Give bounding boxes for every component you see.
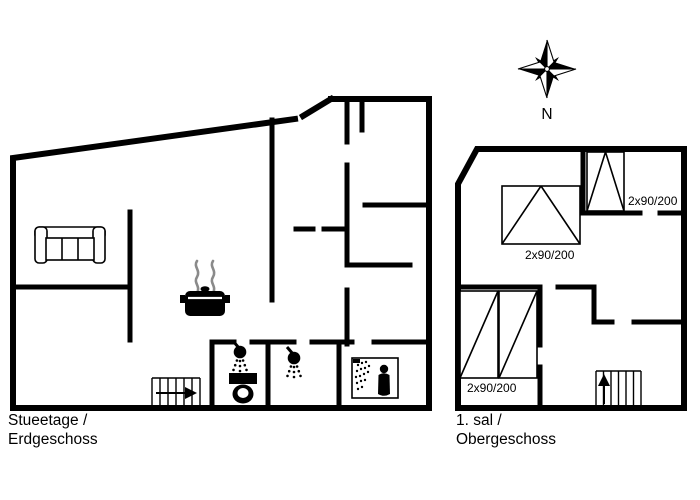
stairs-icon-upper [595,370,642,408]
sofa-icon [34,226,106,264]
ground-floor-interior-walls [10,96,432,411]
upper-floor-interior-walls [455,146,687,411]
ground-floor-plan [10,94,432,411]
person-icon [379,364,389,374]
shower-icon-1 [230,339,250,374]
compass-north-label: N [541,106,552,123]
bed-size-label-twin: 2x90/200 [467,381,517,395]
ground-floor-outer-walls [10,94,432,411]
bed-size-label-double: 2x90/200 [525,248,575,262]
corner-bed-icon [586,151,625,212]
shower-cabin-icon [351,357,399,399]
toilet-icon [229,373,257,404]
ground-floor-label-line2: Erdgeschoss [8,431,98,448]
stairs-arrow-icon [185,387,197,399]
compass-rose-icon [517,39,577,99]
cooking-pot-icon [180,259,230,316]
ground-floor-label-line1: Stueetage / [8,412,88,429]
upper-floor-label-line1: 1. sal / [456,412,502,429]
shower-spray-dots [354,360,371,391]
stairs-arrow-icon [598,374,610,386]
double-bed-icon [501,185,581,245]
bed-size-label-corner: 2x90/200 [628,194,678,208]
upper-floor-label-line2: Obergeschoss [456,431,556,448]
upper-floor-plan: 2x90/200 2x90/200 2x90/200 [455,146,687,411]
shower-icon-2 [284,345,304,380]
twin-beds-icon [459,290,538,379]
stairs-icon-ground [151,377,201,408]
